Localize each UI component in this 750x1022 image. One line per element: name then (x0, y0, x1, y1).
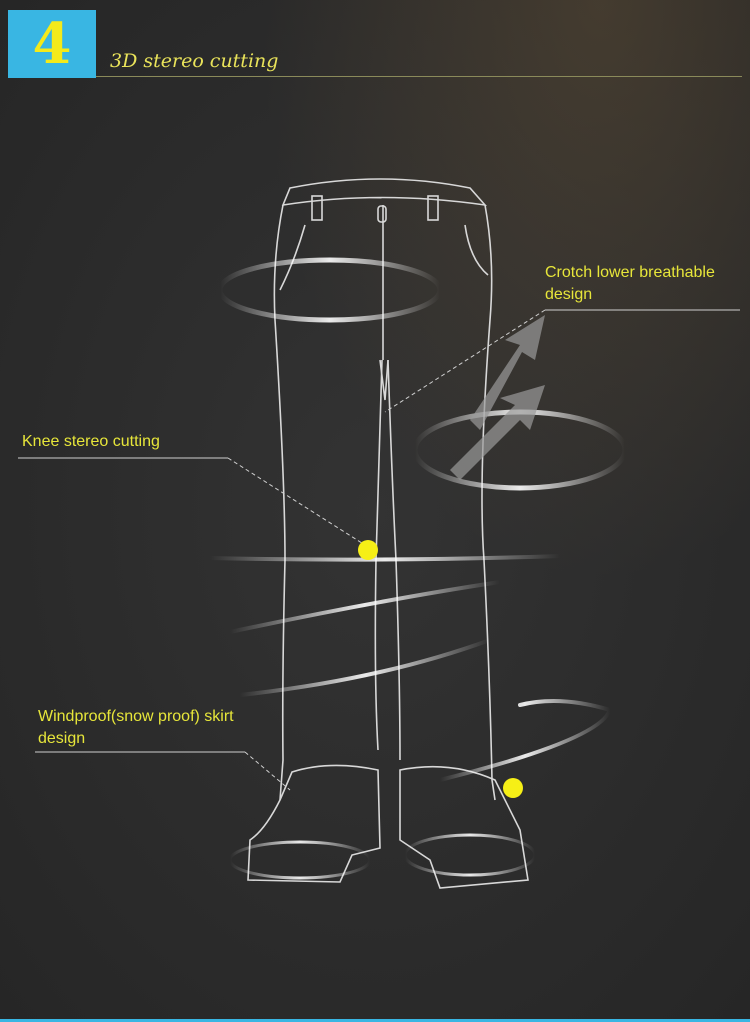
header-divider (96, 76, 742, 77)
callout-leaders (18, 309, 740, 791)
hem-marker-dot (503, 778, 523, 798)
callout-knee: Knee stereo cutting (22, 433, 160, 450)
airflow-arrows (450, 315, 545, 480)
section-number: 4 (32, 11, 72, 77)
motion-swirls (208, 257, 628, 880)
callout-windproof: Windproof(snow proof) skirt design (38, 708, 234, 747)
bottom-accent-bar (0, 1019, 750, 1022)
knee-marker-dot (358, 540, 378, 560)
callout-crotch: Crotch lower breathable design (545, 264, 715, 303)
section-number-badge: 4 (8, 10, 96, 78)
section-title: 3D stereo cutting (110, 50, 279, 72)
pants-outline (247, 178, 529, 889)
